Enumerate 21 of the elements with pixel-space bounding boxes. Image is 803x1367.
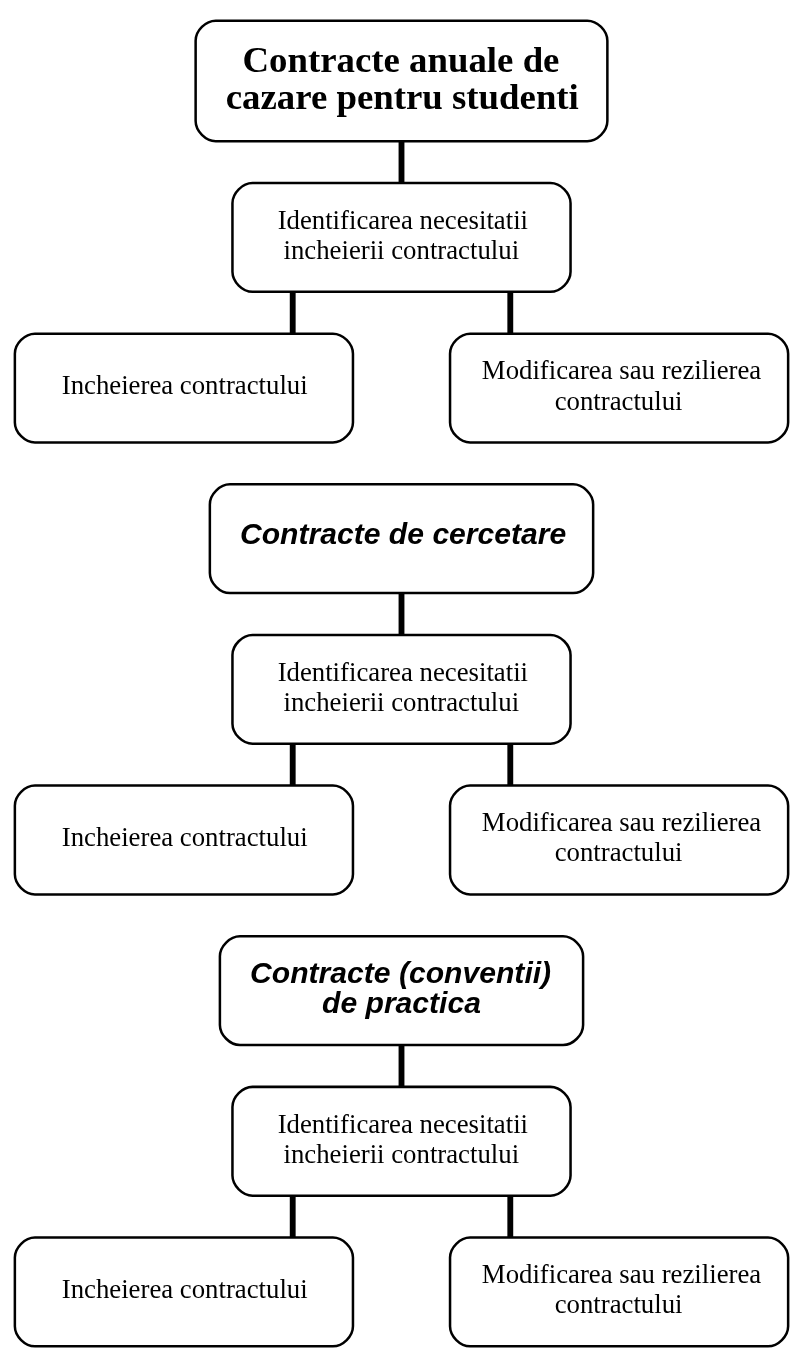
- node-box: Modificarea sau rezilierea contractului: [448, 784, 790, 896]
- connector: [507, 1196, 514, 1238]
- connector: [507, 292, 514, 334]
- connector: [289, 1196, 296, 1238]
- node-box: Incheierea contractului: [13, 1236, 355, 1348]
- connector: [398, 1045, 405, 1087]
- node-box: Contracte de cercetare: [208, 483, 595, 595]
- connector: [289, 744, 296, 786]
- connector: [507, 744, 514, 786]
- node-box: Identificarea necesitatii incheierii contractului: [231, 181, 572, 294]
- node-box: Incheierea contractului: [13, 332, 355, 444]
- node-box: Modificarea sau rezilierea contractului: [448, 1236, 790, 1348]
- node-box: Contracte (conventii) de practica: [218, 935, 585, 1047]
- node-box: Contracte anuale de cazare pentru studenti: [194, 19, 609, 143]
- connector: [398, 593, 405, 635]
- node-box: Identificarea necesitatii incheierii contractului: [231, 633, 572, 745]
- node-box: Incheierea contractului: [13, 784, 355, 896]
- connector: [398, 141, 405, 183]
- connector: [289, 292, 296, 334]
- node-box: Identificarea necesitatii incheierii contractului: [231, 1085, 572, 1197]
- node-box: Modificarea sau rezilierea contractului: [448, 332, 790, 444]
